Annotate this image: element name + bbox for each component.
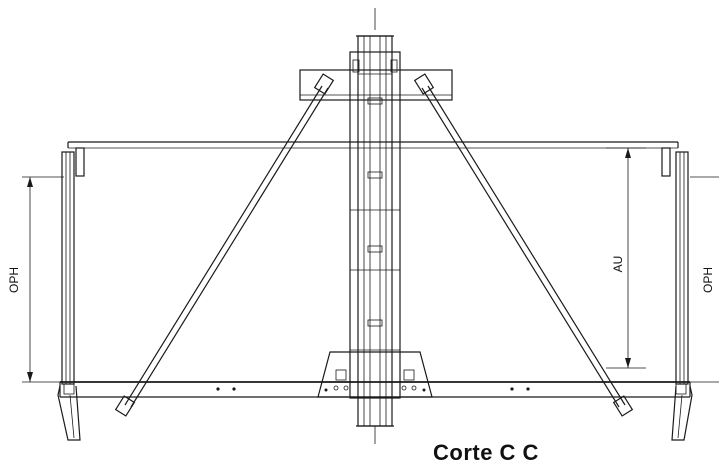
section-caption: Corte C C bbox=[433, 440, 539, 465]
center-dimension-label: AU bbox=[611, 256, 625, 273]
left-dimension-label: OPH bbox=[7, 267, 21, 293]
base-bracket bbox=[317, 351, 433, 398]
central-mast bbox=[349, 35, 401, 427]
left-dimension: OPH bbox=[7, 176, 64, 383]
top-crossbar bbox=[299, 69, 453, 101]
left-diagonal-brace bbox=[114, 73, 335, 417]
right-diagonal-brace bbox=[413, 73, 634, 417]
base-beam bbox=[59, 381, 691, 398]
roof-plate bbox=[67, 141, 679, 177]
right-dimension: OPH bbox=[690, 176, 719, 383]
center-dimension: AU bbox=[606, 147, 646, 369]
right-dimension-label: OPH bbox=[701, 267, 715, 293]
left-side-wall bbox=[57, 151, 81, 441]
